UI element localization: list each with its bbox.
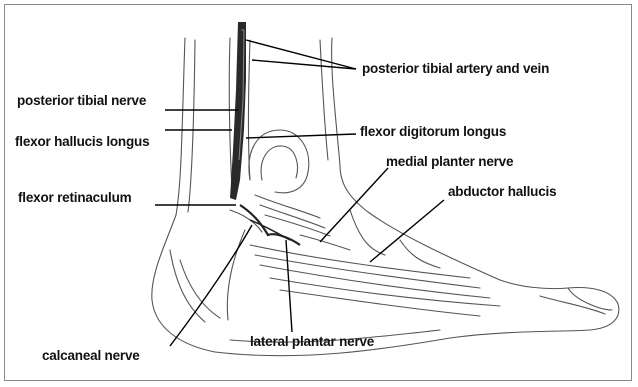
label-flexor-hallucis-longus: flexor hallucis longus	[15, 134, 149, 150]
leader-medial-planter-nerve	[320, 168, 388, 242]
label-calcaneal-nerve: calcaneal nerve	[42, 348, 140, 364]
leader-lateral-plantar-nerve	[286, 240, 292, 332]
label-posterior-tibial-nerve: posterior tibial nerve	[17, 93, 146, 109]
leader-lines	[155, 40, 444, 346]
label-flexor-digitorum-longus: flexor digitorum longus	[360, 124, 506, 140]
label-posterior-tibial-artery-and-vein: posterior tibial artery and vein	[362, 61, 549, 77]
label-medial-planter-nerve: medial planter nerve	[386, 154, 513, 170]
label-abductor-hallucis: abductor hallucis	[448, 184, 556, 200]
label-flexor-retinaculum: flexor retinaculum	[18, 190, 131, 206]
leader-abductor-hallucis	[370, 200, 444, 262]
label-lateral-plantar-nerve: lateral plantar nerve	[250, 334, 374, 350]
